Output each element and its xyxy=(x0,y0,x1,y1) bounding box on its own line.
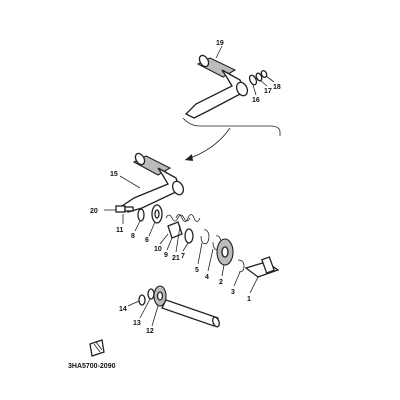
spring-guide-9 xyxy=(167,221,183,239)
leader-17 xyxy=(259,79,268,87)
leader-15 xyxy=(119,175,141,189)
callout-12: 12 xyxy=(146,328,154,335)
leader-18 xyxy=(265,75,275,83)
callout-8: 8 xyxy=(131,233,135,240)
idler-gear-assembly xyxy=(138,285,220,328)
callout-21: 21 xyxy=(172,255,180,262)
callout-16: 16 xyxy=(252,97,260,104)
washer-14 xyxy=(138,294,146,306)
leader-1 xyxy=(249,276,259,294)
leader-12 xyxy=(151,305,159,327)
callout-18: 18 xyxy=(273,84,281,91)
idler-shaft xyxy=(161,299,220,328)
kick-shaft-parts xyxy=(115,204,280,278)
leader-6 xyxy=(148,221,156,237)
callout-3: 3 xyxy=(231,289,235,296)
circlip-5 xyxy=(200,229,210,245)
assembly-bracket xyxy=(182,117,281,161)
catalog-code: 3HA5700-2090 xyxy=(68,363,116,370)
spring-21 xyxy=(175,214,201,222)
washer-7 xyxy=(184,228,194,244)
bolt-18 xyxy=(260,70,268,78)
leader-14 xyxy=(127,300,140,307)
callout-17: 17 xyxy=(264,88,272,95)
kick-crank-assembly-upper xyxy=(184,54,268,119)
catalog-glyph xyxy=(89,339,105,357)
callout-20: 20 xyxy=(90,208,98,215)
leader-4 xyxy=(207,248,214,272)
kick-crank-boss-lower xyxy=(171,180,185,196)
circlip-8 xyxy=(137,208,145,222)
callout-9: 9 xyxy=(164,252,168,259)
callout-13: 13 xyxy=(133,320,141,327)
callout-1: 1 xyxy=(247,296,251,303)
callout-19: 19 xyxy=(216,40,224,47)
spring-10 xyxy=(165,214,191,222)
clip-3 xyxy=(237,259,245,273)
leader-9 xyxy=(166,237,173,251)
callout-7: 7 xyxy=(181,253,185,260)
callout-5: 5 xyxy=(195,267,199,274)
callouts: 19 16 17 18 15 20 11 8 6 10 9 21 7 5 4 2… xyxy=(90,40,281,335)
callout-15: 15 xyxy=(110,171,118,178)
kick-crank-arm-lower xyxy=(120,167,181,213)
idler-gear-12 xyxy=(153,285,167,307)
kick-gear-2 xyxy=(216,238,234,266)
washer-13 xyxy=(147,288,155,300)
callout-11: 11 xyxy=(116,227,124,234)
callout-2: 2 xyxy=(219,279,223,286)
leader-5 xyxy=(197,242,203,265)
callout-6: 6 xyxy=(145,237,149,244)
leader-7 xyxy=(182,242,189,252)
leader-10 xyxy=(159,233,169,245)
leader-13 xyxy=(139,298,151,319)
leader-3 xyxy=(233,271,241,287)
arrow-head xyxy=(185,154,193,161)
bolt-20 xyxy=(115,205,134,213)
kick-crank-assembly-lower xyxy=(120,152,185,213)
callout-14: 14 xyxy=(119,306,127,313)
leader-lines xyxy=(104,45,275,327)
leader-16 xyxy=(252,84,257,96)
leader-21 xyxy=(175,225,181,253)
kick-crank-boss-upper xyxy=(235,81,249,97)
washer-16 xyxy=(248,74,258,86)
kick-shaft-1 xyxy=(244,256,280,278)
kick-crank-arm-upper xyxy=(184,69,245,119)
callout-4: 4 xyxy=(205,274,209,281)
leader-19 xyxy=(215,45,223,59)
leader-8 xyxy=(134,220,141,232)
leader-2 xyxy=(221,264,225,277)
callout-10: 10 xyxy=(154,246,162,253)
